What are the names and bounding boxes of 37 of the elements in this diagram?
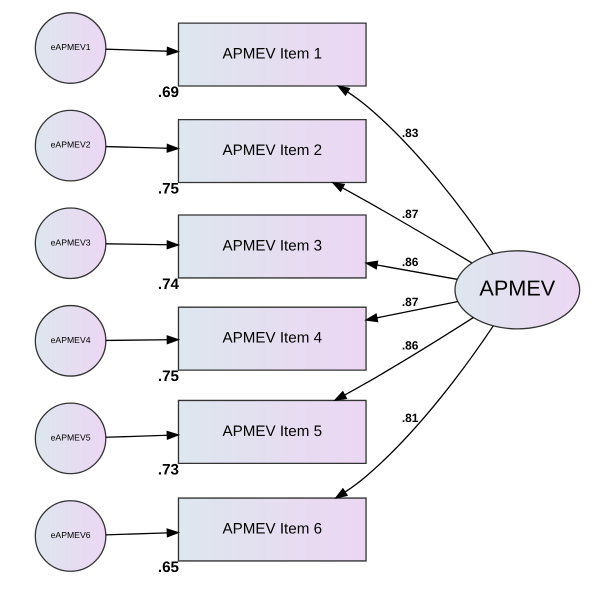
node-box: APMEV Item 1 (177, 22, 366, 87)
edge-label: .86 (401, 338, 418, 352)
node-box: APMEV Item 6 (177, 497, 366, 562)
node-label: .75 (157, 180, 178, 198)
node-circle: eAPMEV3 (34, 207, 106, 280)
arrow (364, 301, 458, 322)
arrow (105, 528, 180, 538)
edge-label: .87 (401, 294, 418, 309)
node-label: .65 (157, 558, 178, 576)
node-box: APMEV Item 5 (177, 400, 366, 464)
node-label: .74 (157, 276, 178, 293)
node-circle: eAPMEV2 (34, 110, 106, 182)
edge-label: .81 (401, 410, 418, 425)
arrow (105, 240, 180, 250)
arrow (364, 260, 457, 280)
node-circle: eAPMEV5 (34, 402, 106, 474)
node-circle: eAPMEV6 (34, 500, 106, 572)
arrow (105, 430, 180, 440)
arrow (334, 326, 494, 500)
node-label: .73 (157, 461, 178, 478)
node-box: APMEV Item 3 (177, 214, 366, 279)
node-box: APMEV Item 2 (177, 118, 366, 184)
arrow (105, 144, 180, 153)
edge-label: .87 (401, 207, 418, 222)
arrow (336, 84, 494, 254)
arrow (105, 46, 180, 56)
edge-label: .86 (401, 254, 418, 269)
node-label: .75 (157, 368, 178, 386)
edge-label: .83 (401, 126, 418, 140)
node-box: APMEV Item 4 (177, 306, 366, 371)
node-circle: eAPMEV4 (34, 304, 106, 377)
node-label: .69 (157, 84, 178, 102)
node-circle: eAPMEV1 (34, 12, 106, 84)
node-ellipse: APMEV (454, 250, 580, 330)
arrow (332, 317, 474, 402)
arrow (330, 182, 472, 264)
arrow (105, 335, 180, 344)
